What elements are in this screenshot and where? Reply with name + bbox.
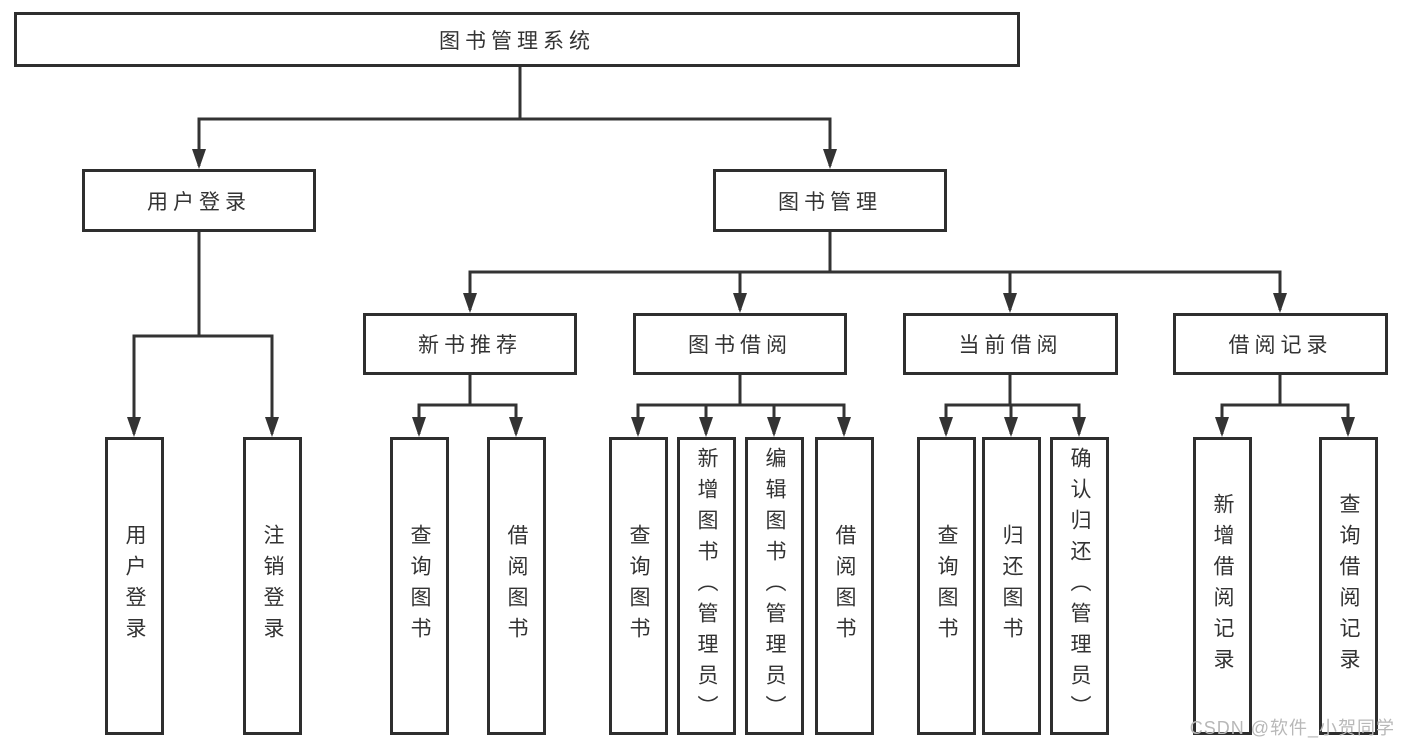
watermark: CSDN @软件_小贺同学 [1189, 718, 1395, 738]
leaf-edit-book-admin: 编辑图书（管理员） [745, 437, 804, 735]
leaf-borrow-books-recommend-label: 借阅图书 [505, 524, 528, 648]
node-borrow-records: 借阅记录 [1173, 313, 1388, 375]
leaf-logout: 注销登录 [243, 437, 302, 735]
leaf-user-login-label: 用户登录 [123, 524, 146, 648]
leaf-return-books: 归还图书 [982, 437, 1041, 735]
node-book-management: 图书管理 [713, 169, 947, 232]
node-book-borrow-label: 图书借阅 [688, 334, 792, 357]
leaf-query-borrow-record-label: 查询借阅记录 [1337, 493, 1360, 679]
node-user-login: 用户登录 [82, 169, 316, 232]
leaf-query-books-recommend: 查询图书 [390, 437, 449, 735]
leaf-add-borrow-record: 新增借阅记录 [1193, 437, 1252, 735]
leaf-borrow-books-borrow: 借阅图书 [815, 437, 874, 735]
leaf-edit-book-admin-label: 编辑图书（管理员） [763, 446, 786, 726]
node-borrow-records-label: 借阅记录 [1228, 334, 1333, 357]
leaf-add-book-admin-label: 新增图书（管理员） [695, 446, 718, 726]
node-user-login-label: 用户登录 [147, 190, 251, 214]
leaf-add-borrow-record-label: 新增借阅记录 [1211, 493, 1234, 679]
leaf-confirm-return-admin: 确认归还（管理员） [1050, 437, 1109, 735]
leaf-return-books-label: 归还图书 [1000, 524, 1023, 648]
leaf-query-borrow-record: 查询借阅记录 [1319, 437, 1378, 735]
node-book-borrow: 图书借阅 [633, 313, 847, 375]
node-root-system: 图书管理系统 [14, 12, 1020, 67]
node-current-borrow: 当前借阅 [903, 313, 1118, 375]
node-book-management-label: 图书管理 [778, 190, 882, 214]
leaf-add-book-admin: 新增图书（管理员） [677, 437, 736, 735]
leaf-confirm-return-admin-label: 确认归还（管理员） [1068, 446, 1091, 726]
node-current-borrow-label: 当前借阅 [958, 334, 1063, 357]
leaf-borrow-books-recommend: 借阅图书 [487, 437, 546, 735]
node-new-book-recommend-label: 新书推荐 [418, 334, 522, 357]
leaf-logout-label: 注销登录 [261, 524, 284, 648]
leaf-query-books-borrow: 查询图书 [609, 437, 668, 735]
leaf-borrow-books-borrow-label: 借阅图书 [833, 524, 856, 648]
leaf-query-books-borrow-label: 查询图书 [627, 524, 650, 648]
node-new-book-recommend: 新书推荐 [363, 313, 577, 375]
leaf-query-books-recommend-label: 查询图书 [408, 524, 431, 648]
leaf-query-books-current-label: 查询图书 [935, 524, 958, 648]
leaf-query-books-current: 查询图书 [917, 437, 976, 735]
leaf-user-login: 用户登录 [105, 437, 164, 735]
node-root-system-label: 图书管理系统 [439, 29, 595, 53]
